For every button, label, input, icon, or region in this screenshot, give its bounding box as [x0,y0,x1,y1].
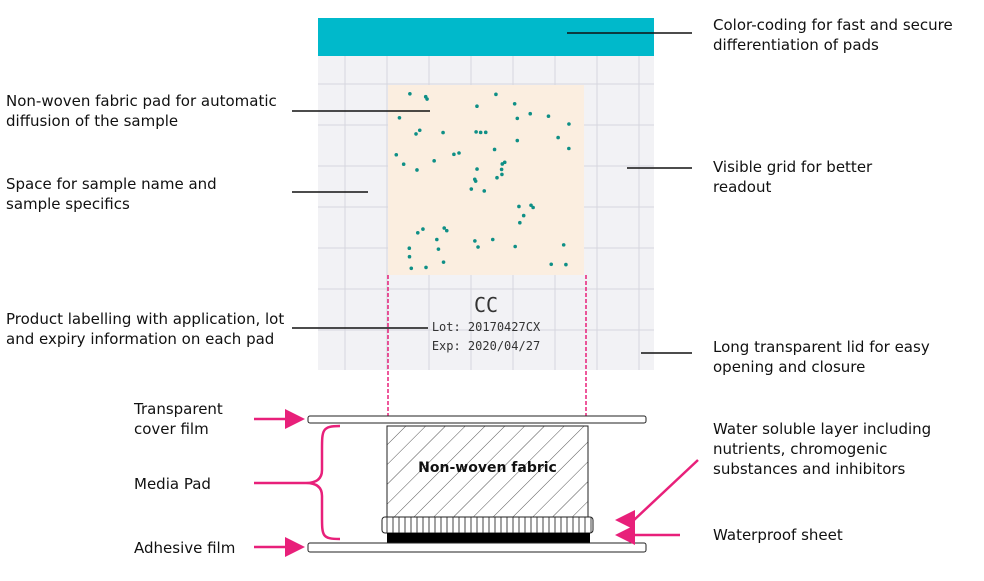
colony-dot [421,227,425,231]
colony-dot [414,132,418,136]
colony-dot [567,122,571,126]
colony-dot [424,265,428,270]
colony-dot [515,116,520,121]
colony-dot [394,152,399,157]
colony-dot [567,146,571,151]
colony-dot [556,135,560,140]
label-product-labelling: Product labelling with application, lot … [6,310,285,348]
cover-film [307,415,647,424]
product-label: CC Lot: 20170427CX Exp: 2020/04/27 [318,292,654,356]
colony-dot [483,130,488,135]
colony-dot [423,94,428,99]
colony-dot [499,167,504,172]
colony-dot [502,160,507,165]
label-cover-film: Transparent cover film [134,400,223,438]
colony-dot [518,220,522,225]
colony-dot [407,246,412,250]
label-fabric-pad: Non-woven fabric pad for automatic diffu… [6,92,277,130]
label-waterproof-sheet: Waterproof sheet [713,526,843,544]
fabric-pad [388,85,584,275]
colony-dot [495,175,499,180]
label-lid: Long transparent lid for easy opening an… [713,338,930,376]
color-code-band [318,18,654,56]
soluble-layer [381,516,594,534]
colony-dot [549,262,554,267]
colony-dot [436,247,441,251]
lot-number: Lot: 20170427CX [431,320,541,334]
leader-lines [292,32,692,354]
colony-dot [441,260,446,264]
colony-dot [452,152,456,157]
projection-lines [387,275,587,416]
colony-dot [408,91,412,96]
petri-plate [318,18,654,370]
colony-dot [409,266,414,271]
colony-dot [529,203,533,208]
label-adhesive-film: Adhesive film [134,539,236,557]
colony-dot [415,230,420,235]
colony-dot [397,116,402,120]
colony-dot [473,239,477,243]
colony-dot [472,177,477,182]
colony-dot [482,189,487,193]
colony-dot [490,237,495,242]
label-media-pad: Media Pad [134,475,211,493]
label-grid: Visible grid for better readout [713,158,873,196]
colony-dot [474,130,478,134]
pink-arrows [254,409,699,557]
waterproof-sheet [387,533,590,543]
fabric-label: Non-woven fabric [418,460,557,476]
label-soluble-layer: Water soluble layer including nutrients,… [713,420,932,478]
colony-dot [457,151,461,155]
label-color-coding: Color-coding for fast and secure differe… [713,16,953,54]
adhesive-film [307,542,647,553]
colony-dot [475,167,479,171]
colony-dot [432,159,436,163]
colony-dot [515,138,520,143]
colony-dot [441,130,445,135]
label-sample-space: Space for sample name and sample specifi… [6,175,217,213]
colony-dot [444,228,449,233]
colony-dot [531,205,535,210]
colony-dot [435,237,439,242]
colony-dot [401,162,406,167]
colony-dot [512,101,517,106]
colony-dot [415,168,419,172]
media-pad-brace [305,424,341,541]
colony-dot [513,244,517,249]
colony-dot [417,128,422,133]
colony-dot [517,204,521,209]
colony-dot [528,111,533,116]
colony-dot [546,114,551,119]
colony-dot [407,254,412,259]
colony-dot [476,245,480,249]
colony-dot [521,213,526,218]
colony-dot [561,243,566,247]
colony-dot [500,172,504,177]
colony-dot [478,130,483,135]
colony-dot [492,147,497,152]
colony-dot [494,92,498,97]
expiry-date: Exp: 2020/04/27 [431,339,541,353]
product-code: CC [473,293,499,317]
colony-dot [442,226,447,230]
colony-dot [475,104,479,109]
colony-dot [564,262,568,267]
colonies [394,91,571,271]
colony-dot [469,187,474,191]
